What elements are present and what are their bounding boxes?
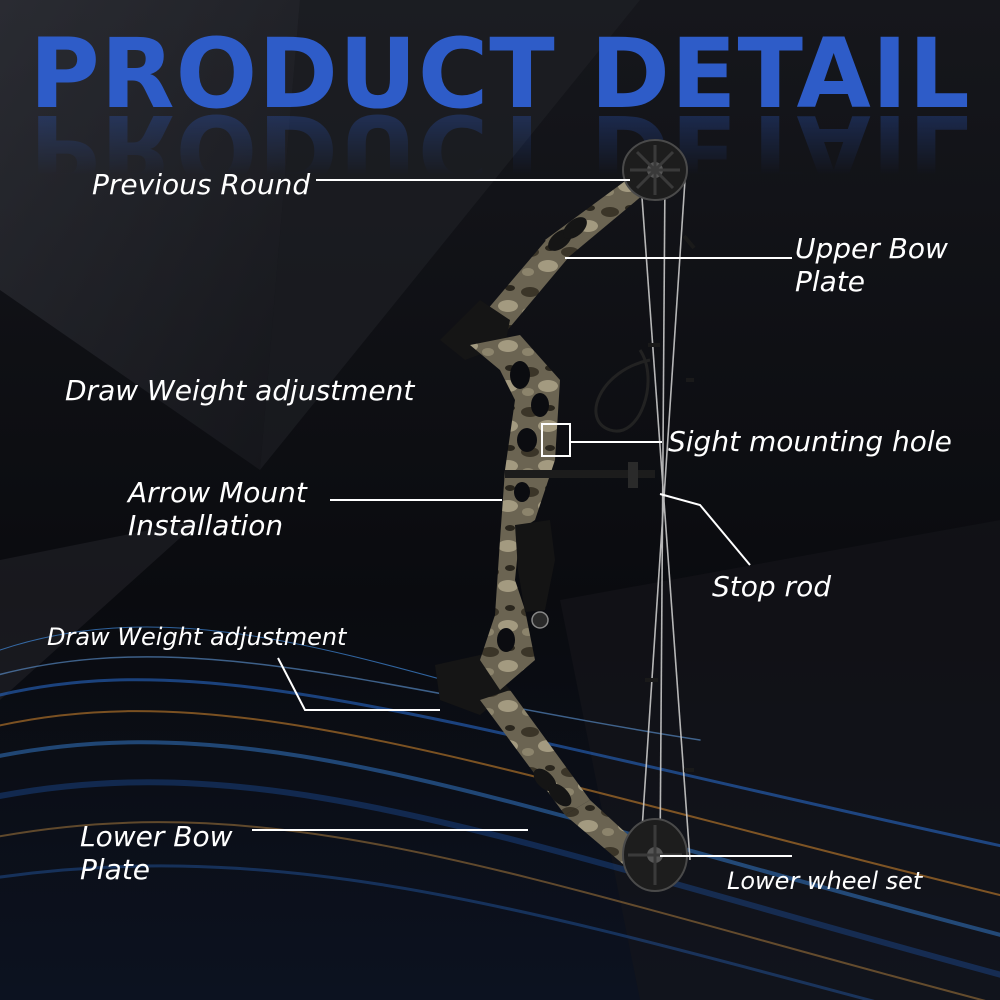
page-title: PRODUCT DETAIL xyxy=(29,18,971,130)
label-stop-rod: Stop rod xyxy=(712,570,831,603)
label-lower-wheel-set: Lower wheel set xyxy=(727,867,923,895)
label-draw-weight-upper: Draw Weight adjustment xyxy=(65,374,415,407)
label-previous-round: Previous Round xyxy=(92,168,311,201)
leader-lines xyxy=(252,179,792,857)
label-upper-bow-plate: Upper Bow Plate xyxy=(795,232,948,298)
label-draw-weight-lower: Draw Weight adjustment xyxy=(47,623,347,651)
label-arrow-mount: Arrow Mount Installation xyxy=(128,476,307,542)
label-lower-bow-plate: Lower Bow Plate xyxy=(80,820,233,886)
label-sight-mounting-hole: Sight mounting hole xyxy=(668,425,952,458)
